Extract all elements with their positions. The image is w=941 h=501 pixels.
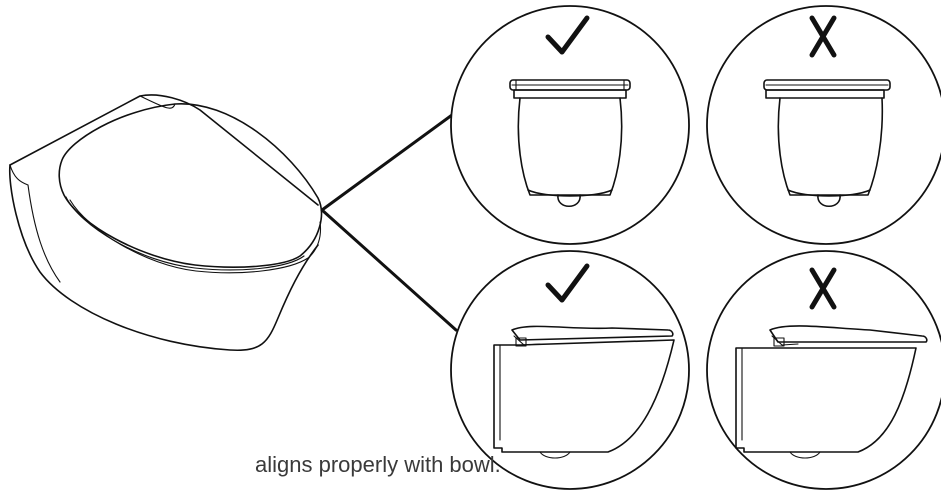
- callout-lines: [320, 113, 458, 332]
- panel-side-correct: [450, 250, 690, 490]
- check-icon: [545, 15, 590, 55]
- check-icon: [545, 263, 590, 303]
- panel-front-incorrect: [706, 5, 941, 245]
- x-icon: [809, 15, 837, 58]
- panel-front-correct: [450, 5, 690, 245]
- toilet-illustration: [8, 94, 323, 352]
- panel-side-incorrect: [706, 250, 941, 490]
- caption-text: aligns properly with bowl.: [255, 452, 501, 477]
- x-icon: [809, 267, 837, 310]
